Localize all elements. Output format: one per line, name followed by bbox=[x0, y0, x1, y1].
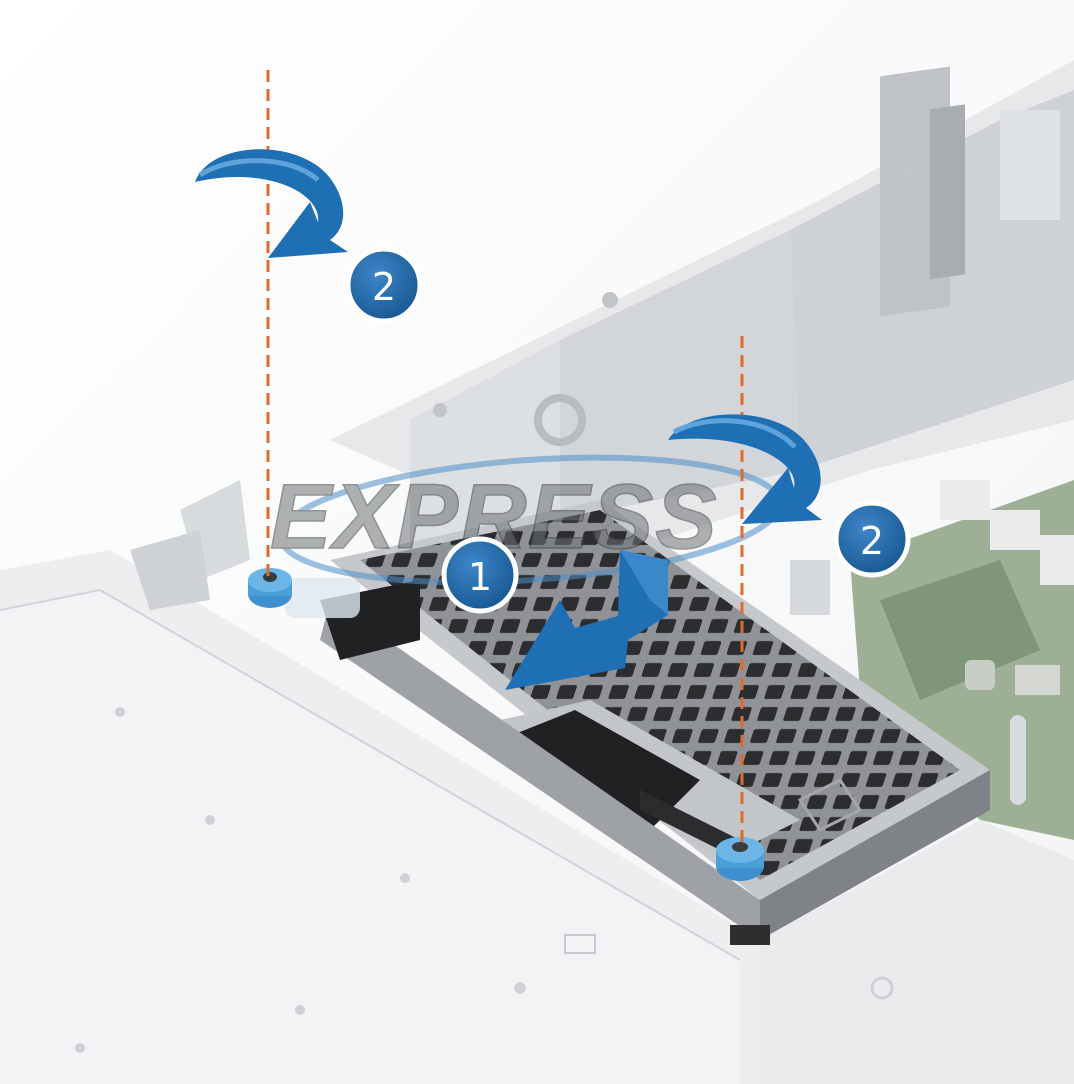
rotate-clockwise-arrow-icon bbox=[668, 414, 822, 524]
thumbscrew-icon bbox=[716, 837, 764, 881]
step-2-right-label: 2 bbox=[860, 519, 884, 563]
thumbscrew-icon bbox=[248, 568, 292, 608]
step-badge-2-left: 2 bbox=[345, 246, 423, 324]
step-badge-2-right: 2 bbox=[833, 500, 911, 578]
left-bracket bbox=[130, 480, 360, 618]
top-cover-panel bbox=[0, 550, 760, 1084]
module-tray bbox=[320, 500, 990, 945]
slide-arrow-icon bbox=[505, 550, 668, 690]
step-1-label: 1 bbox=[468, 555, 492, 599]
chassis-floor bbox=[760, 820, 1074, 1084]
step-badge-1: 1 bbox=[441, 536, 519, 614]
chassis-rear-wall bbox=[330, 60, 1074, 560]
step-2-left-label: 2 bbox=[372, 265, 396, 309]
system-board bbox=[790, 480, 1074, 840]
rotate-clockwise-arrow-icon bbox=[195, 149, 348, 258]
